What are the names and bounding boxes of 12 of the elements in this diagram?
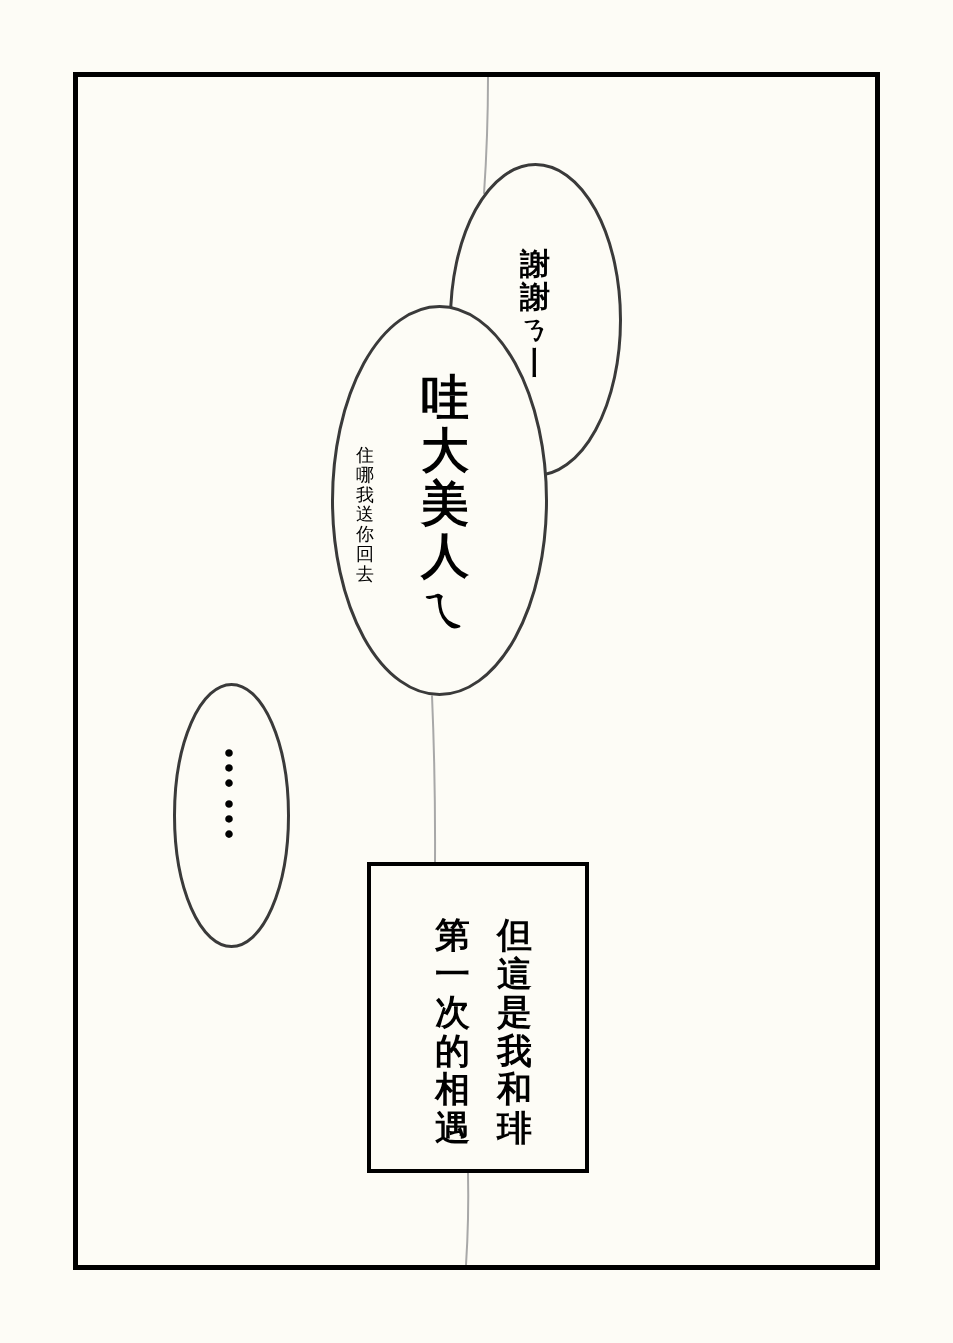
caption-box — [367, 862, 589, 1173]
speech-bubble — [173, 683, 290, 948]
dialogue-text: 謝謝ㄋ丨 — [520, 247, 550, 379]
caption-text: 第一次的相遇 — [434, 916, 470, 1147]
bubble-tail-line — [431, 694, 437, 863]
dialogue-text: 哇大美人ㄟ — [421, 371, 469, 635]
bubble-tail-line — [483, 76, 489, 195]
dialogue-text: ︙︙ — [206, 743, 252, 845]
comic-panel — [73, 72, 880, 1270]
caption-text: 但這是我和琲 — [496, 916, 532, 1147]
bubble-tail-line — [465, 1172, 470, 1266]
dialogue-text: 住哪我送你回去 — [356, 445, 374, 584]
